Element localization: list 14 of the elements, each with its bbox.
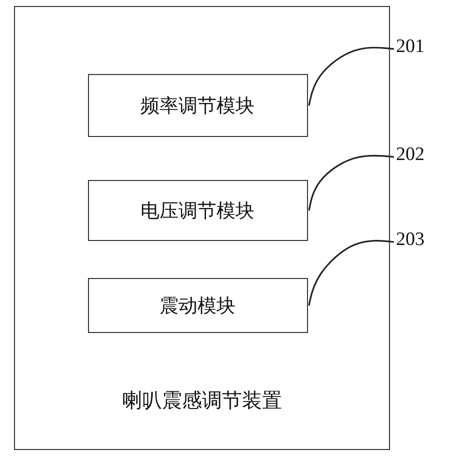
module-box — [88, 278, 308, 333]
callout-number: 202 — [396, 143, 442, 167]
leader-line — [308, 154, 394, 211]
leader-line — [308, 240, 394, 306]
module-box — [88, 180, 308, 241]
device-label: 喇叭震感调节装置 — [121, 387, 283, 414]
module-label: 震动模块 — [158, 294, 237, 320]
callout-number: 201 — [396, 35, 442, 59]
leader-line — [308, 46, 394, 106]
callout-number: 203 — [396, 228, 442, 252]
module-label: 频率调节模块 — [140, 94, 256, 120]
module-label: 电压调节模块 — [140, 199, 256, 224]
module-box — [88, 74, 308, 137]
device-frame — [14, 6, 390, 450]
